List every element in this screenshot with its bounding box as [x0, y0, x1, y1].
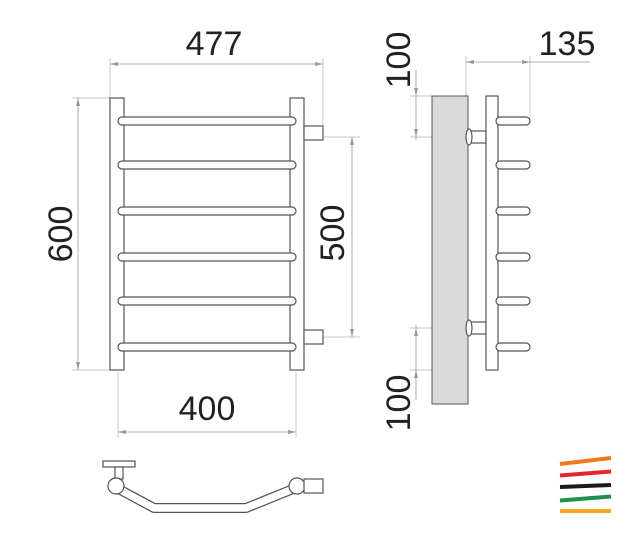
side-rungs: [495, 116, 531, 352]
right-upright: [289, 97, 305, 371]
dimension-top-offset: 100: [380, 32, 475, 140]
side-rung: [495, 160, 531, 170]
rung: [117, 206, 297, 216]
rung: [117, 342, 297, 352]
top-view: [102, 460, 324, 513]
side-upright: [485, 95, 499, 371]
side-rung: [495, 252, 531, 262]
bottom-wall-fitting: [465, 319, 487, 337]
side-rung: [495, 116, 531, 126]
bottom-connection-stub: [303, 329, 324, 345]
rung: [117, 160, 297, 170]
side-rung: [495, 206, 531, 216]
top-wall-fitting: [465, 128, 487, 146]
dimension-rail-width: 400: [117, 372, 297, 438]
rung: [117, 116, 297, 126]
logo-stripe: [559, 494, 612, 503]
logo-stripe: [559, 483, 612, 489]
top-connection-stub: [303, 478, 324, 494]
top-bracket-stem: [114, 466, 124, 480]
side-rung: [495, 296, 531, 306]
rail-width-label: 400: [179, 390, 236, 428]
connection-distance-label: 500: [314, 205, 352, 262]
top-right-end: [288, 477, 306, 495]
top-connection-stub: [303, 125, 324, 141]
dimension-overall-width: 477: [109, 25, 324, 130]
rung: [117, 252, 297, 262]
side-rung: [495, 342, 531, 352]
top-left-end: [107, 477, 125, 495]
brand-logo: [559, 456, 612, 513]
front-rungs: [117, 116, 297, 352]
rung: [117, 296, 297, 306]
wall-section: [431, 95, 469, 405]
overall-width-label: 477: [186, 25, 243, 63]
dimension-overall-height: 600: [42, 97, 110, 371]
dimension-depth: 135: [465, 25, 596, 120]
dimension-connection-distance: 500: [314, 136, 360, 338]
top-bracket-plate: [102, 460, 136, 468]
depth-label: 135: [539, 25, 596, 63]
logo-stripe: [559, 456, 612, 466]
overall-height-label: 600: [42, 206, 80, 263]
top-offset-label: 100: [380, 32, 418, 89]
dimension-bottom-offset: 100: [380, 325, 475, 431]
bottom-offset-label: 100: [380, 375, 418, 432]
front-view: 477 600 500 400: [42, 25, 360, 438]
top-rung-profile: [113, 483, 300, 512]
side-view: 135 100 100: [380, 25, 595, 431]
logo-stripe: [559, 469, 612, 478]
left-upright: [109, 97, 125, 371]
